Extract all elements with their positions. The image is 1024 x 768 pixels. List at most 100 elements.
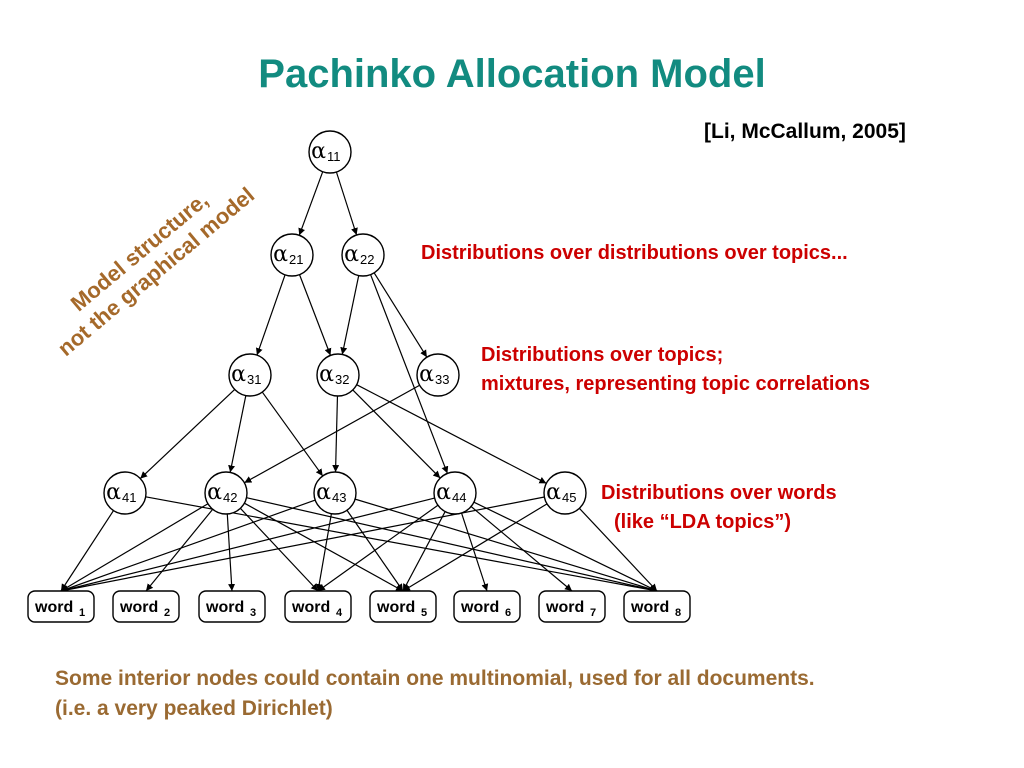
edges: [60, 171, 658, 594]
node-subscript: 43: [332, 490, 346, 505]
edge-a42-w3: [226, 513, 236, 592]
node-symbol: α: [419, 362, 434, 387]
node-circle: [543, 471, 587, 515]
page-title: Pachinko Allocation Model: [258, 52, 766, 96]
node-subscript: 22: [360, 252, 374, 267]
edge-a41-w1: [60, 510, 115, 592]
edge-a33-a42: [244, 384, 420, 484]
word-subscript: 2: [164, 607, 170, 619]
edge-a22-a32: [340, 275, 360, 355]
node-symbol: α: [106, 480, 121, 505]
word-text: word: [205, 599, 244, 616]
word-box: [112, 590, 180, 623]
edge-a45-w8: [578, 507, 658, 592]
node-symbol: α: [546, 480, 561, 505]
node-subscript: 42: [223, 490, 237, 505]
edge-a44-w1: [60, 497, 435, 593]
edge-a44-w8: [473, 501, 658, 592]
word-box: [27, 590, 95, 623]
edge-a44-w4: [317, 504, 439, 592]
annotation-level-3-line-2: mixtures, representing topic correlation…: [481, 373, 870, 395]
edge-a22-a33: [373, 272, 428, 358]
node-symbol: α: [207, 480, 222, 505]
node-circle: [313, 471, 357, 515]
word-subscript: 8: [675, 607, 681, 619]
footer-line-2: (i.e. a very peaked Dirichlet): [55, 697, 333, 720]
node-circle: [433, 471, 477, 515]
node-symbol: α: [311, 139, 326, 164]
word-text: word: [545, 599, 584, 616]
edge-a32-a43: [332, 395, 340, 473]
node-subscript: 21: [289, 252, 303, 267]
edge-a44-w5: [402, 511, 446, 592]
node-subscript: 45: [562, 490, 576, 505]
footer-note: Some interior nodes could contain one mu…: [55, 664, 815, 724]
word-box: [453, 590, 521, 623]
edge-a42-w5: [244, 502, 404, 592]
word-node-6: word 6: [453, 590, 521, 623]
word-text: word: [119, 599, 158, 616]
citation: [Li, McCallum, 2005]: [704, 120, 906, 143]
word-text: word: [291, 599, 330, 616]
word-text: word: [630, 599, 669, 616]
edge-a11-a21: [298, 171, 324, 236]
node-circle: [308, 130, 352, 174]
node-symbol: α: [316, 480, 331, 505]
node-symbol: α: [344, 242, 359, 267]
word-subscript: 4: [336, 607, 343, 619]
node-subscript: 31: [247, 372, 261, 387]
edge-a42-w1: [60, 503, 209, 592]
node-symbol: α: [436, 480, 451, 505]
edge-a22-a44: [370, 274, 449, 474]
edge-a32-a45: [356, 384, 547, 484]
edge-a44-w7: [470, 506, 573, 592]
node-subscript: 11: [327, 149, 341, 164]
word-node-8: word 8: [623, 590, 691, 623]
edge-a42-w2: [145, 508, 214, 592]
edge-a44-w6: [460, 512, 489, 592]
node-subscript: 41: [122, 490, 136, 505]
edge-a31-a41: [139, 388, 236, 480]
annotation-level-4-line-1: Distributions over words: [601, 482, 837, 504]
word-subscript: 6: [505, 607, 511, 619]
edge-a32-a44: [352, 389, 441, 479]
edge-a42-w8: [246, 497, 658, 593]
edge-a21-a32: [298, 274, 332, 356]
node-circle: [341, 233, 385, 277]
node-subscript: 33: [435, 372, 449, 387]
node-subscript: 32: [335, 372, 349, 387]
word-subscript: 1: [79, 607, 85, 619]
node-subscript: 44: [452, 490, 466, 505]
edge-a21-a31: [255, 274, 286, 356]
node-circle: [316, 353, 360, 397]
node-circle: [270, 233, 314, 277]
node-symbol: α: [231, 362, 246, 387]
word-subscript: 5: [421, 607, 427, 619]
edge-a43-w8: [354, 498, 658, 593]
edge-a43-w4: [315, 513, 333, 592]
annotation-level-3: Distributions over topics; mixtures, rep…: [481, 341, 870, 399]
footer-line-1: Some interior nodes could contain one mu…: [55, 667, 815, 690]
node-circle: [204, 471, 248, 515]
word-text: word: [460, 599, 499, 616]
word-node-2: word 2: [112, 590, 180, 623]
edge-a43-w1: [60, 499, 316, 592]
node-circle: [228, 353, 272, 397]
word-box: [538, 590, 606, 623]
edge-a11-a22: [335, 171, 358, 236]
